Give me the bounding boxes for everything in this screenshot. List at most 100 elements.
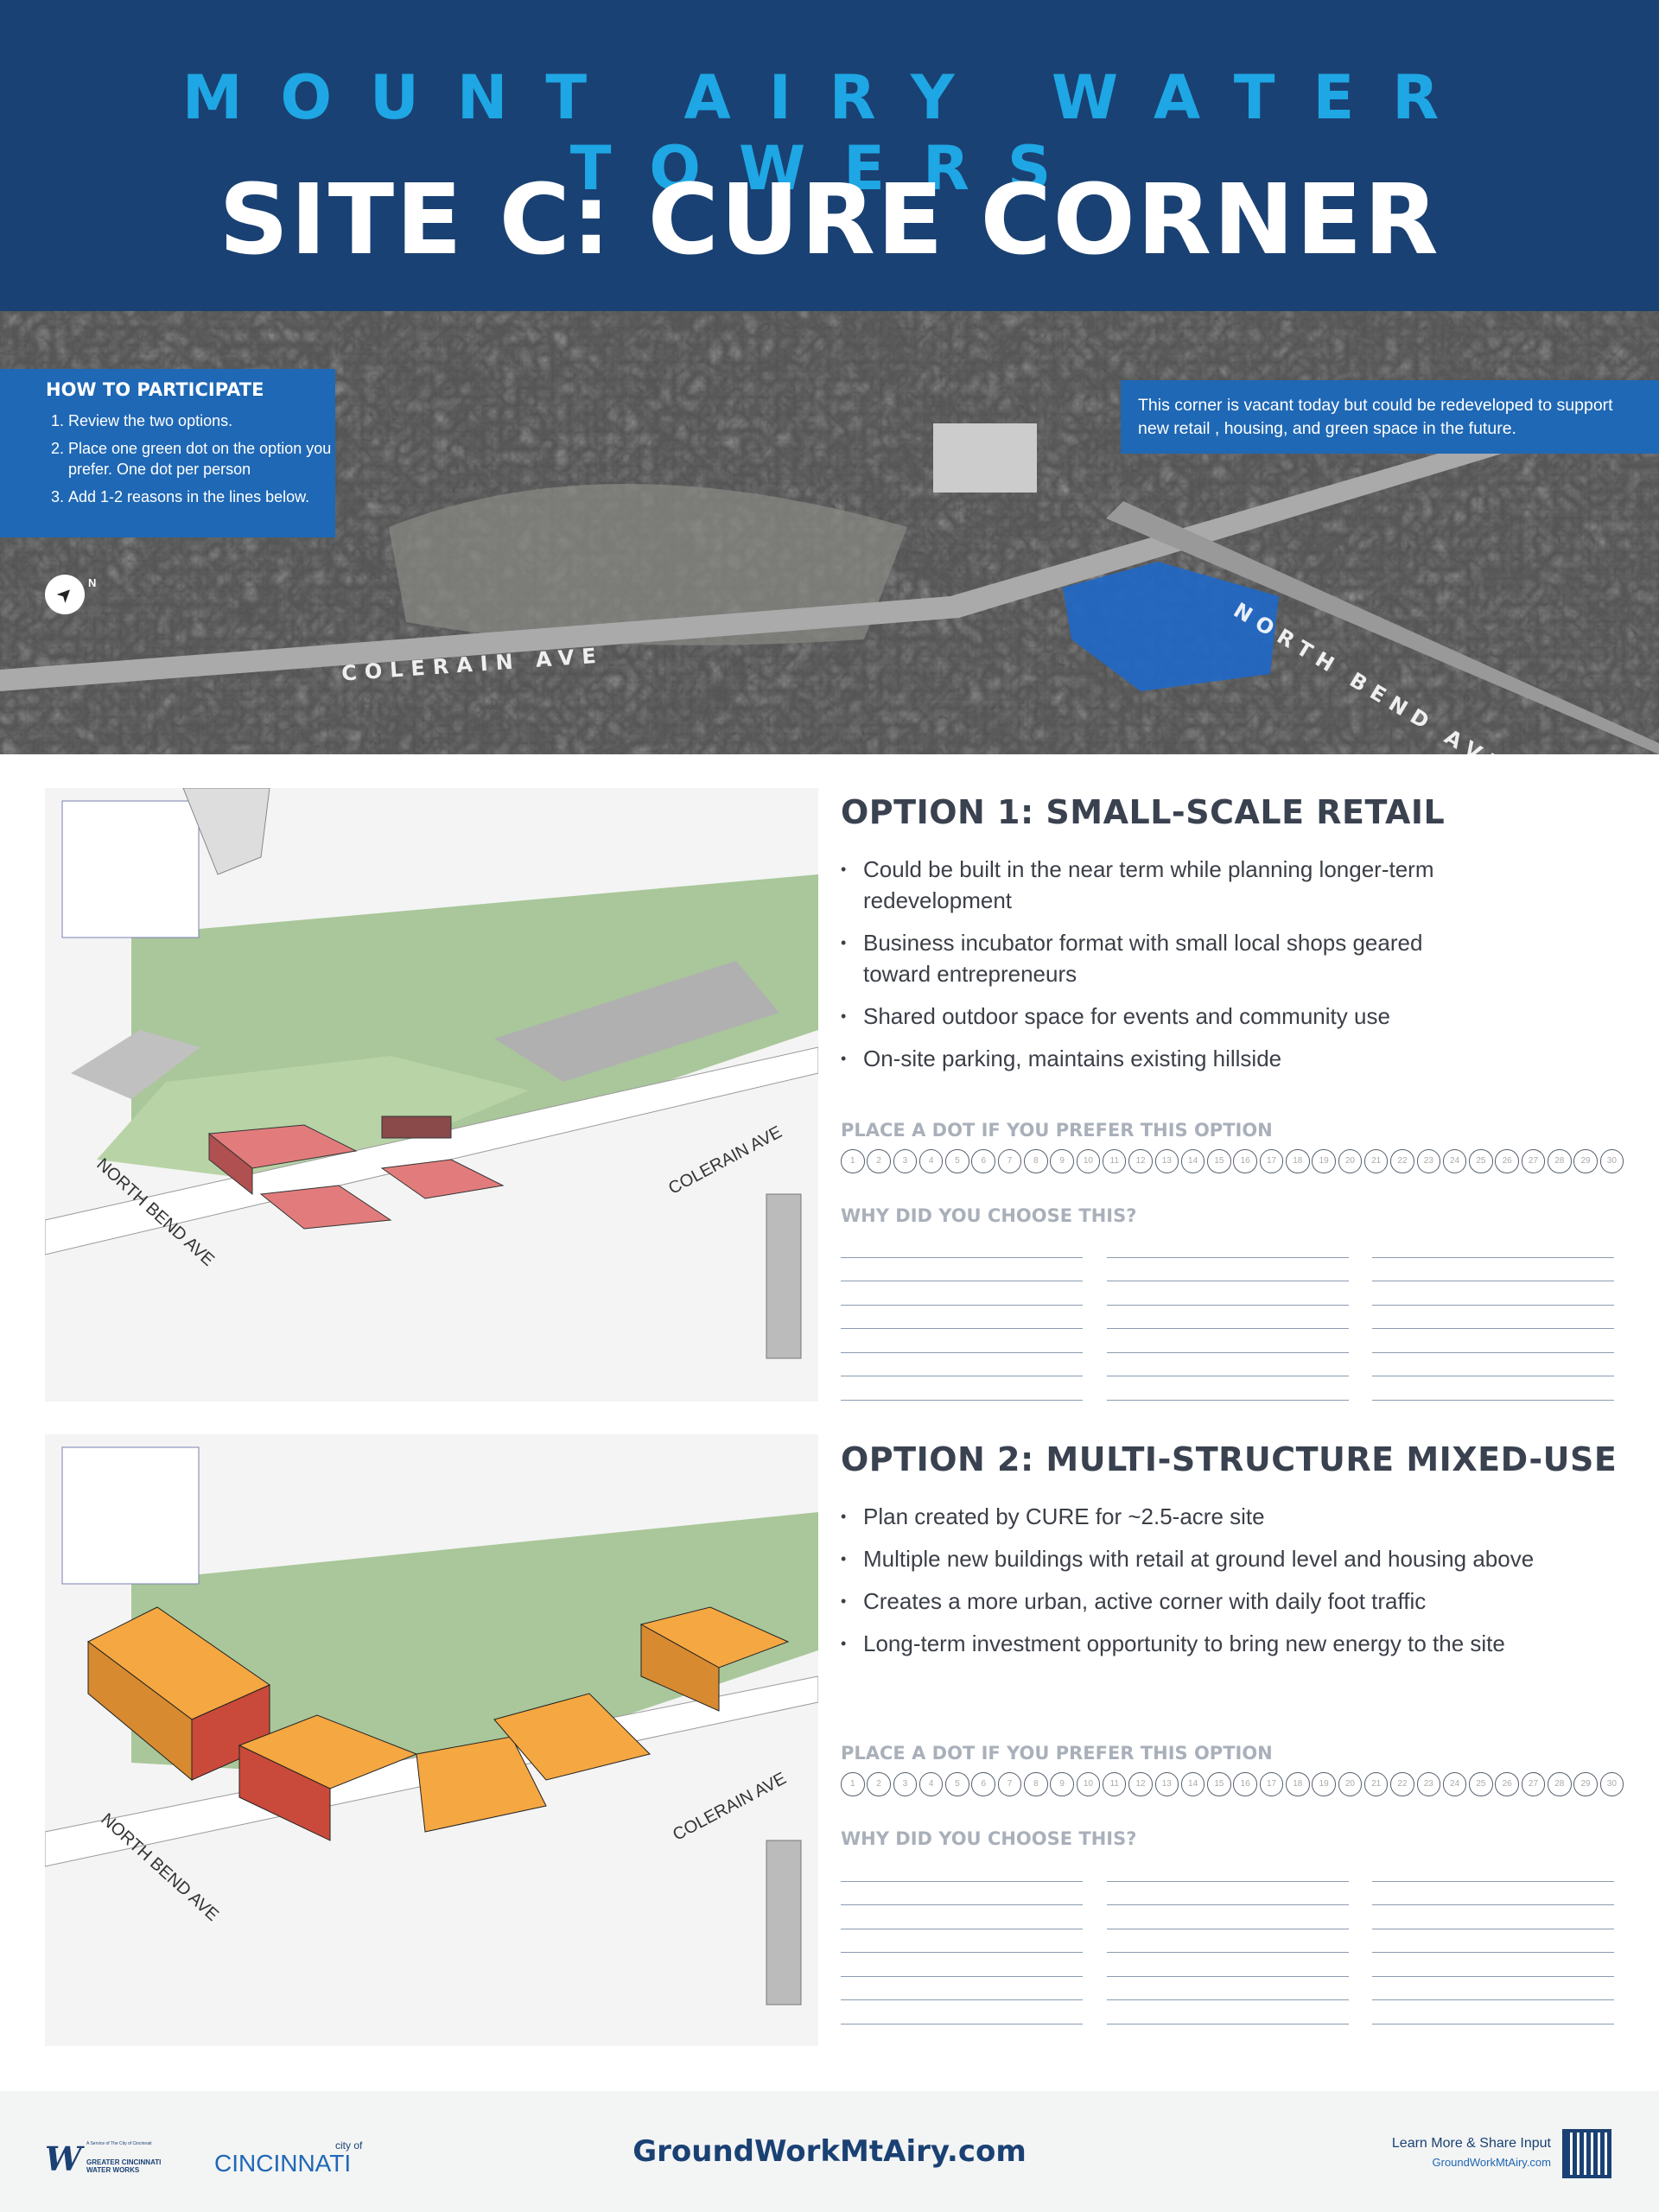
dot-circle[interactable]: 7: [997, 1772, 1022, 1796]
dot-circle[interactable]: 10: [1076, 1772, 1101, 1796]
write-line[interactable]: [1106, 1882, 1349, 1905]
write-line[interactable]: [1106, 1905, 1349, 1929]
write-line[interactable]: [1372, 1258, 1614, 1281]
dot-circle[interactable]: 14: [1180, 1149, 1205, 1173]
write-line[interactable]: [1372, 2000, 1614, 2024]
dot-circle[interactable]: 19: [1312, 1772, 1336, 1796]
dot-circle[interactable]: 12: [1128, 1149, 1153, 1173]
write-line[interactable]: [841, 1953, 1083, 1977]
write-line[interactable]: [1106, 1258, 1349, 1281]
write-line[interactable]: [841, 1234, 1083, 1258]
dot-circle[interactable]: 6: [971, 1772, 995, 1796]
write-line[interactable]: [841, 1977, 1083, 2000]
qr-code-icon[interactable]: [1562, 2129, 1611, 2178]
dot-circle[interactable]: 16: [1233, 1772, 1257, 1796]
dot-circle[interactable]: 13: [1154, 1772, 1179, 1796]
write-line[interactable]: [841, 1858, 1083, 1882]
dot-circle[interactable]: 10: [1076, 1149, 1101, 1173]
write-line[interactable]: [1372, 1353, 1614, 1376]
dot-circle[interactable]: 21: [1363, 1772, 1389, 1796]
write-line[interactable]: [841, 1353, 1083, 1376]
write-line[interactable]: [1372, 1329, 1614, 1353]
dot-circle[interactable]: 23: [1416, 1149, 1441, 1173]
dot-circle[interactable]: 22: [1390, 1772, 1414, 1796]
dot-circle[interactable]: 15: [1207, 1772, 1231, 1796]
write-line[interactable]: [841, 1376, 1083, 1401]
dot-circle[interactable]: 22: [1390, 1149, 1414, 1173]
write-line[interactable]: [841, 1882, 1083, 1905]
dot-circle[interactable]: 27: [1521, 1149, 1546, 1173]
write-line[interactable]: [1106, 1281, 1349, 1306]
dot-circle[interactable]: 3: [893, 1149, 918, 1173]
write-line[interactable]: [1372, 1376, 1614, 1401]
dot-circle[interactable]: 19: [1312, 1149, 1336, 1173]
write-line[interactable]: [841, 1929, 1083, 1953]
dot-circle[interactable]: 21: [1363, 1149, 1389, 1173]
dot-circle[interactable]: 1: [841, 1149, 865, 1173]
write-line[interactable]: [841, 1306, 1083, 1329]
learn-more-url[interactable]: GroundWorkMtAiry.com: [1432, 2156, 1552, 2169]
dot-circle[interactable]: 17: [1259, 1772, 1284, 1796]
dot-circle[interactable]: 30: [1599, 1149, 1624, 1173]
dot-circle[interactable]: 11: [1102, 1149, 1127, 1173]
dot-circle[interactable]: 24: [1442, 1149, 1467, 1173]
dot-circle[interactable]: 14: [1180, 1772, 1205, 1796]
dot-circle[interactable]: 8: [1024, 1149, 1048, 1173]
dot-circle[interactable]: 9: [1050, 1772, 1074, 1796]
dot-circle[interactable]: 24: [1442, 1772, 1467, 1796]
website-link[interactable]: GroundWorkMtAiry.com: [632, 2134, 1027, 2169]
write-line[interactable]: [1106, 1929, 1349, 1953]
write-line[interactable]: [1372, 1234, 1614, 1258]
write-line[interactable]: [1106, 1306, 1349, 1329]
dot-circle[interactable]: 26: [1495, 1772, 1519, 1796]
dot-circle[interactable]: 26: [1495, 1149, 1519, 1173]
dot-circle[interactable]: 12: [1128, 1772, 1153, 1796]
dot-circle[interactable]: 29: [1573, 1772, 1598, 1796]
write-line[interactable]: [841, 1258, 1083, 1281]
dot-circle[interactable]: 30: [1599, 1772, 1624, 1796]
write-line[interactable]: [1106, 1858, 1349, 1882]
write-line[interactable]: [1372, 1306, 1614, 1329]
dot-circle[interactable]: 23: [1416, 1772, 1441, 1796]
dot-circle[interactable]: 20: [1338, 1772, 1363, 1796]
write-line[interactable]: [1372, 1905, 1614, 1929]
dot-circle[interactable]: 17: [1259, 1149, 1284, 1173]
dot-circle[interactable]: 20: [1338, 1149, 1363, 1173]
dot-circle[interactable]: 6: [971, 1149, 995, 1173]
dot-circle[interactable]: 18: [1286, 1772, 1310, 1796]
write-line[interactable]: [1372, 1953, 1614, 1977]
dot-circle[interactable]: 25: [1469, 1149, 1493, 1173]
dot-circle[interactable]: 7: [997, 1149, 1022, 1173]
dot-circle[interactable]: 2: [867, 1149, 891, 1173]
dot-circle[interactable]: 28: [1548, 1149, 1572, 1173]
dot-circle[interactable]: 18: [1286, 1149, 1310, 1173]
write-line[interactable]: [841, 2000, 1083, 2024]
write-line[interactable]: [1372, 1281, 1614, 1306]
dot-circle[interactable]: 27: [1521, 1772, 1546, 1796]
write-line[interactable]: [841, 1905, 1083, 1929]
option-1-reason-lines[interactable]: [841, 1234, 1614, 1401]
write-line[interactable]: [841, 1329, 1083, 1353]
dot-circle[interactable]: 9: [1050, 1149, 1074, 1173]
dot-circle[interactable]: 16: [1233, 1149, 1257, 1173]
dot-circle[interactable]: 13: [1154, 1149, 1179, 1173]
dot-circle[interactable]: 25: [1469, 1772, 1493, 1796]
dot-circle[interactable]: 4: [918, 1772, 944, 1796]
write-line[interactable]: [1106, 1953, 1349, 1977]
dot-circle[interactable]: 5: [945, 1772, 969, 1796]
write-line[interactable]: [841, 1281, 1083, 1306]
dot-circle[interactable]: 4: [918, 1149, 944, 1173]
dot-circle[interactable]: 8: [1024, 1772, 1048, 1796]
dot-circle[interactable]: 29: [1573, 1149, 1598, 1173]
write-line[interactable]: [1106, 1329, 1349, 1353]
write-line[interactable]: [1106, 1977, 1349, 2000]
dot-circle[interactable]: 28: [1548, 1772, 1572, 1796]
dot-circle[interactable]: 2: [867, 1772, 891, 1796]
dot-circle[interactable]: 3: [893, 1772, 918, 1796]
write-line[interactable]: [1106, 1234, 1349, 1258]
write-line[interactable]: [1372, 1858, 1614, 1882]
dot-circle[interactable]: 1: [841, 1772, 865, 1796]
dot-circle[interactable]: 15: [1207, 1149, 1231, 1173]
